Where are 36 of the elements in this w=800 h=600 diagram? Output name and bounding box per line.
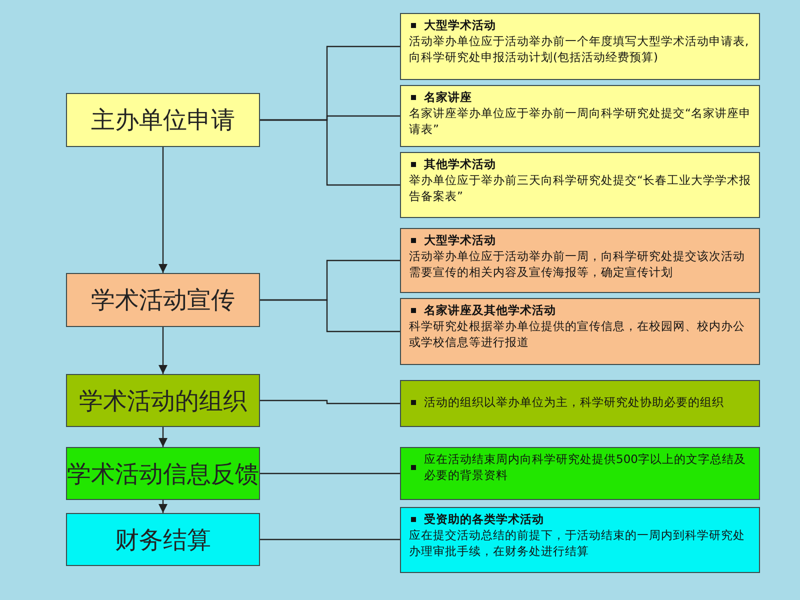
note-text: 名家讲座举办单位应于举办前一周向科学研究处提交“名家讲座申请表” (409, 105, 751, 137)
connector-line (260, 472, 400, 474)
note-heading: 大型学术活动 (424, 17, 496, 33)
note-box (400, 85, 760, 147)
step-box: 主办单位申请 (66, 93, 260, 147)
note-text: 活动举办单位应于活动举办前一周，向科学研究处提交该次活动需要宣传的相关内容及宣传海报等，确定宣传计划 (409, 248, 746, 280)
note-heading: 受资助的各类学术活动 (424, 511, 544, 527)
arrow (158, 327, 168, 374)
connector-line (260, 119, 400, 186)
step-box: 学术活动的组织 (66, 374, 260, 427)
arrow (158, 427, 168, 447)
note-text: 科学研究处根据举办单位提供的宣传信息，在校园网、校内办公或学校信息等进行报道 (409, 318, 746, 350)
connector-line (260, 538, 400, 540)
connector-line (260, 299, 400, 332)
arrow (158, 147, 168, 273)
note-box (400, 13, 760, 80)
connector-line (260, 400, 400, 404)
note-text: 举办单位应于举办前三天向科学研究处提交“长春工业大学学术报告备案表” (409, 172, 751, 204)
step-box: 学术活动宣传 (66, 273, 260, 327)
note-heading: 名家讲座及其他学术活动 (424, 302, 556, 318)
note-box (400, 298, 760, 365)
note-text: 活动的组织以举办单位为主，科学研究处协助必要的组织 (424, 394, 724, 410)
note-text: 应在提交活动总结的前提下，于活动结束的一周内到科学研究处办理审批手续，在财务处进行结算 (409, 527, 746, 559)
note-heading: 大型学术活动 (424, 232, 496, 248)
note-text: 活动举办单位应于活动举办前一个年度填写大型学术活动申请表,向科学研究处申报活动计划(包括活动经费预算) (409, 33, 750, 65)
note-heading: 其他学术活动 (424, 156, 496, 172)
note-heading: 名家讲座 (424, 89, 472, 105)
note-box (400, 507, 760, 573)
note-box (400, 447, 760, 500)
note-text: 应在活动结束周内向科学研究处提供500字以上的文字总结及必要的背景资料 (424, 451, 747, 483)
step-box: 学术活动信息反馈 (66, 447, 260, 500)
note-box (400, 152, 760, 218)
step-box: 财务结算 (66, 513, 260, 566)
note-box (400, 228, 760, 293)
note-box (400, 380, 760, 427)
arrow (158, 500, 168, 513)
